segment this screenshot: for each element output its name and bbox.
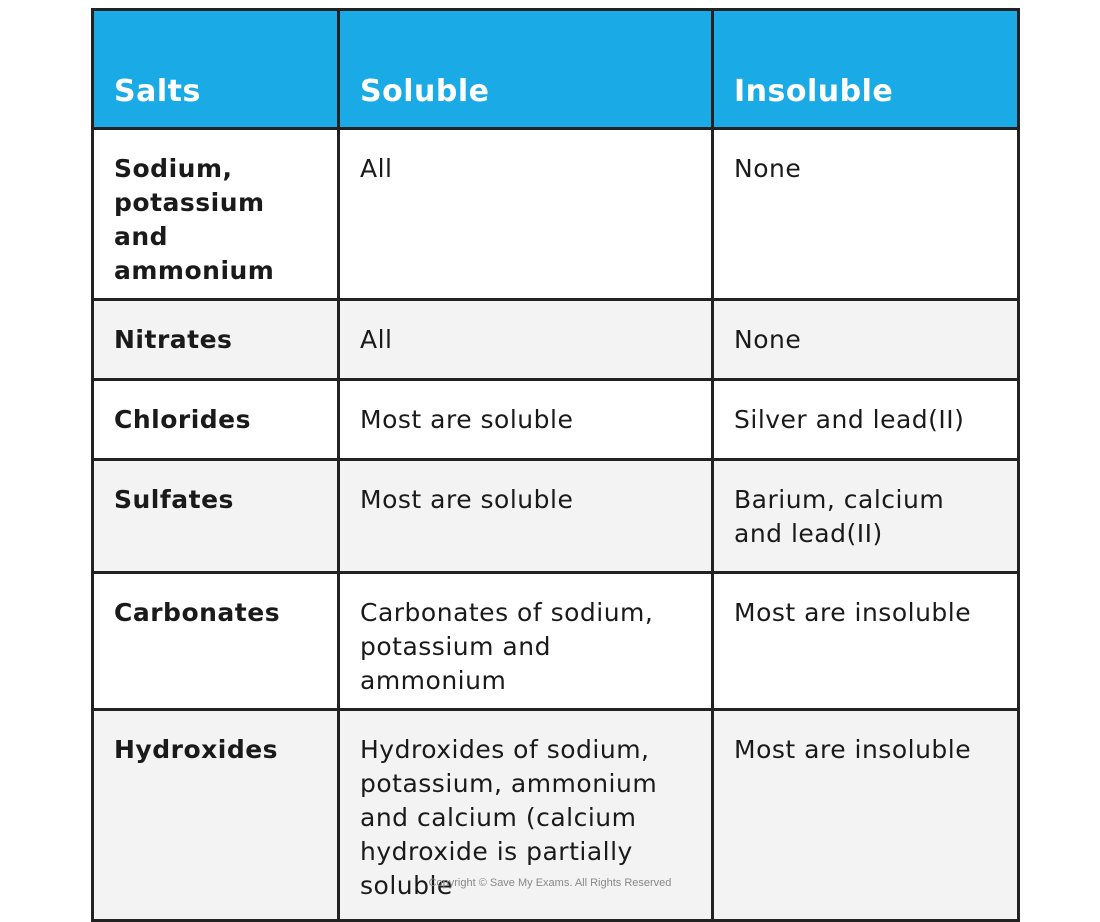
insoluble-cell: None xyxy=(711,298,1020,381)
soluble-cell: Most are soluble xyxy=(337,378,714,461)
salt-cell: Hydroxides xyxy=(91,708,340,922)
soluble-cell: Carbonates of sodium, potassium and ammo… xyxy=(337,571,714,711)
soluble-cell: All xyxy=(337,298,714,381)
soluble-cell: All xyxy=(337,127,714,301)
insoluble-cell: Silver and lead(II) xyxy=(711,378,1020,461)
header-insoluble: Insoluble xyxy=(711,8,1020,130)
copyright-text: Copyright © Save My Exams. All Rights Re… xyxy=(428,877,672,889)
insoluble-cell: Barium, calcium and lead(II) xyxy=(711,458,1020,574)
soluble-cell: Most are soluble xyxy=(337,458,714,574)
salt-cell: Carbonates xyxy=(91,571,340,711)
solubility-table: Salts Soluble Insoluble Sodium, potassiu… xyxy=(91,8,1020,922)
insoluble-cell: Most are insoluble xyxy=(711,708,1020,922)
salt-cell: Sulfates xyxy=(91,458,340,574)
table-row: Sulfates Most are soluble Barium, calciu… xyxy=(91,458,1020,574)
table-row: Sodium, potassium and ammonium All None xyxy=(91,127,1020,301)
header-soluble: Soluble xyxy=(337,8,714,130)
soluble-cell: Hydroxides of sodium, potassium, ammoniu… xyxy=(337,708,714,922)
insoluble-cell: None xyxy=(711,127,1020,301)
table-row: Hydroxides Hydroxides of sodium, potassi… xyxy=(91,708,1020,922)
table-row: Nitrates All None xyxy=(91,298,1020,381)
table-row: Chlorides Most are soluble Silver and le… xyxy=(91,378,1020,461)
salt-cell: Chlorides xyxy=(91,378,340,461)
table-row: Carbonates Carbonates of sodium, potassi… xyxy=(91,571,1020,711)
salt-cell: Sodium, potassium and ammonium xyxy=(91,127,340,301)
insoluble-cell: Most are insoluble xyxy=(711,571,1020,711)
header-row: Salts Soluble Insoluble xyxy=(91,8,1020,130)
header-salts: Salts xyxy=(91,8,340,130)
salt-cell: Nitrates xyxy=(91,298,340,381)
